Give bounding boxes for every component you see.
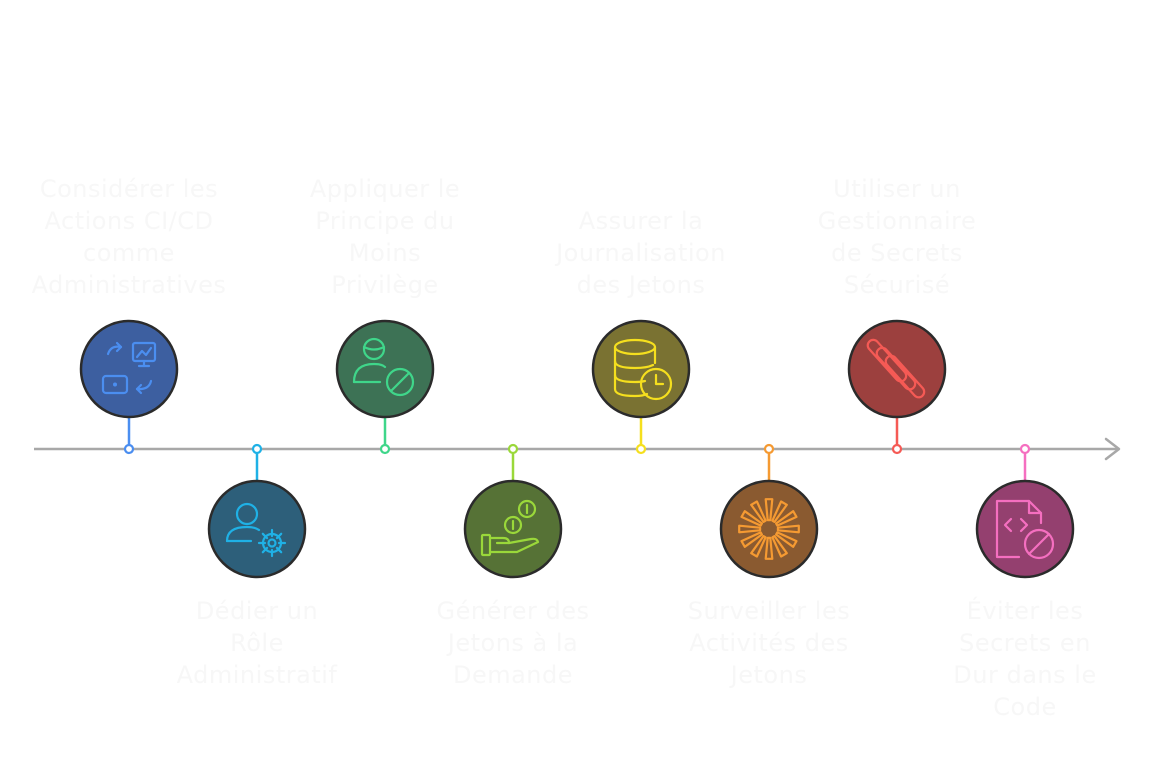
code-file-blocked-icon bbox=[995, 499, 1055, 560]
milestone-dot bbox=[891, 443, 903, 455]
database-clock-icon bbox=[613, 338, 673, 401]
milestone-8 bbox=[975, 443, 1075, 579]
milestone-4 bbox=[463, 443, 563, 579]
milestone-dot bbox=[251, 443, 263, 455]
milestone-circle bbox=[335, 319, 435, 419]
milestone-label-6: Surveiller les Activités des Jetons bbox=[687, 597, 851, 689]
user-blocked-icon bbox=[352, 337, 415, 397]
milestone-label-2: Dédier un Rôle Administratif bbox=[176, 597, 338, 689]
milestone-label-7: Utiliser un Gestionnaire de Secrets Sécu… bbox=[817, 175, 977, 299]
milestone-label-5: Assurer la Journalisation des Jetons bbox=[556, 207, 726, 299]
milestone-label-1: Considérer les Actions CI/CD comme Admin… bbox=[31, 175, 227, 299]
milestone-label-3: Appliquer le Principe du Moins Privilège bbox=[309, 175, 461, 299]
milestone-5 bbox=[591, 319, 691, 455]
milestone-circle bbox=[719, 479, 819, 579]
timeline-arrowhead bbox=[1104, 437, 1121, 461]
milestone-circle bbox=[79, 319, 179, 419]
milestone-dot bbox=[763, 443, 775, 455]
milestone-1 bbox=[79, 319, 179, 455]
hand-coins-icon bbox=[480, 499, 540, 557]
milestone-2 bbox=[207, 443, 307, 579]
milestone-dot bbox=[123, 443, 135, 455]
burst-icon bbox=[738, 498, 800, 560]
secrets-manager-icon bbox=[866, 338, 926, 399]
milestone-dot bbox=[635, 443, 647, 455]
milestone-6 bbox=[719, 443, 819, 579]
milestones-layer bbox=[79, 319, 1075, 579]
milestone-dot bbox=[507, 443, 519, 455]
milestone-circle bbox=[591, 319, 691, 419]
milestone-label-8: Éviter les Secrets en Dur dans le Code bbox=[953, 597, 1097, 721]
user-gear-icon bbox=[225, 502, 287, 558]
milestone-circle bbox=[847, 319, 947, 419]
milestone-dot bbox=[379, 443, 391, 455]
milestone-label-4: Générer des Jetons à la Demande bbox=[436, 597, 590, 689]
milestone-7 bbox=[847, 319, 947, 455]
milestone-dot bbox=[1019, 443, 1031, 455]
ci-cd-workflow-icon bbox=[101, 341, 157, 395]
milestone-circle bbox=[975, 479, 1075, 579]
milestone-3 bbox=[335, 319, 435, 455]
